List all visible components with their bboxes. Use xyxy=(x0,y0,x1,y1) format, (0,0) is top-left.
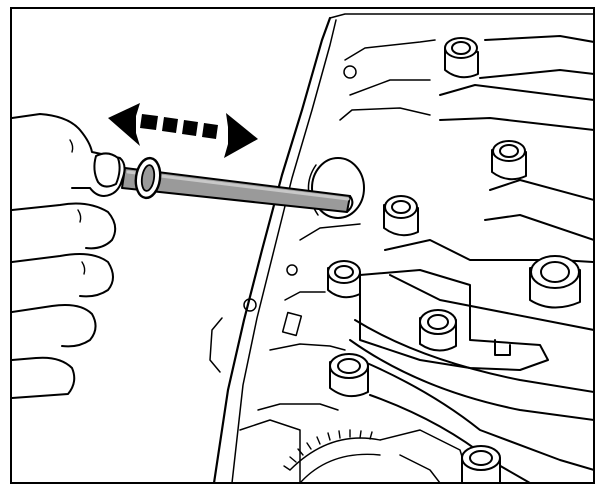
rod-tool-icon xyxy=(121,156,354,213)
gear-teeth xyxy=(283,429,381,482)
double-headed-arrow-icon xyxy=(108,103,258,158)
bolt-heads xyxy=(327,37,581,482)
engine-housing xyxy=(209,13,593,482)
hand-icon xyxy=(12,113,126,399)
